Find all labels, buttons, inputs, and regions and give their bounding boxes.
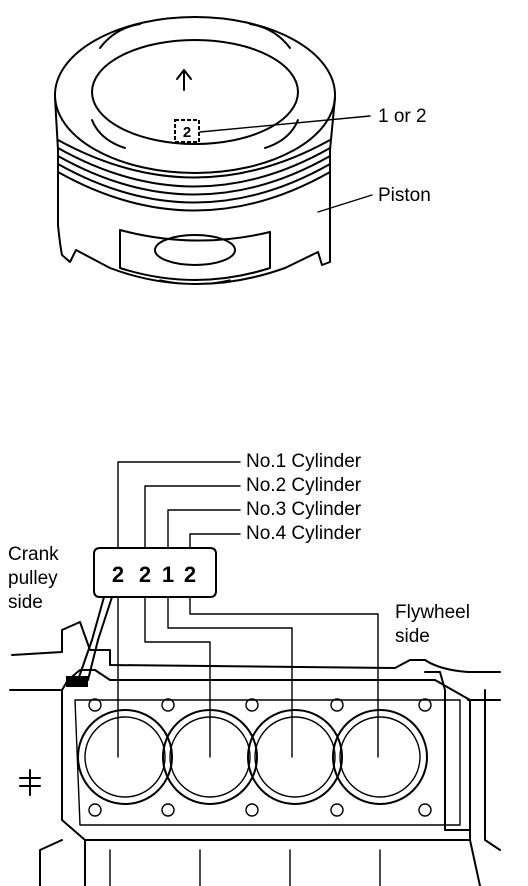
crown-stamp-mark: 2: [174, 119, 200, 143]
cylinder-1-label: No.1 Cylinder: [246, 451, 362, 472]
label-leader-lines: [117, 461, 241, 548]
crank-side-line-1: Crank: [8, 544, 59, 565]
piston-illustration: [54, 16, 336, 285]
flywheel-side-line-1: Flywheel: [395, 602, 470, 623]
cylinder-3-code: 1: [162, 562, 174, 587]
cylinder-4-code: 2: [184, 562, 196, 587]
mark-label: 1 or 2: [378, 106, 427, 127]
flywheel-side-label: Flywheel side: [395, 602, 470, 647]
crank-side-line-2: pulley: [8, 568, 58, 589]
bore-leader-lines: [117, 596, 379, 758]
piston-leader-line: [317, 194, 373, 213]
crank-side-line-3: side: [8, 592, 43, 613]
cylinder-2-label: No.2 Cylinder: [246, 475, 362, 496]
mark-leader-line: [199, 115, 371, 133]
piston-label: Piston: [378, 185, 431, 206]
up-arrow-icon: [176, 69, 192, 91]
grade-code-box: 2 2 1 2: [77, 547, 217, 681]
cylinder-3-label: No.3 Cylinder: [246, 499, 362, 520]
cylinder-2-code: 2: [139, 562, 151, 587]
flywheel-side-line-2: side: [395, 626, 430, 647]
crown-stamp-text: 2: [183, 124, 191, 141]
cylinder-1-code: 2: [112, 562, 124, 587]
cylinder-4-label: No.4 Cylinder: [246, 523, 362, 544]
cylinder-labels: No.1 Cylinder No.2 Cylinder No.3 Cylinde…: [246, 451, 362, 544]
engine-block-illustration: [9, 621, 501, 886]
crank-side-label: Crank pulley side: [8, 544, 59, 613]
